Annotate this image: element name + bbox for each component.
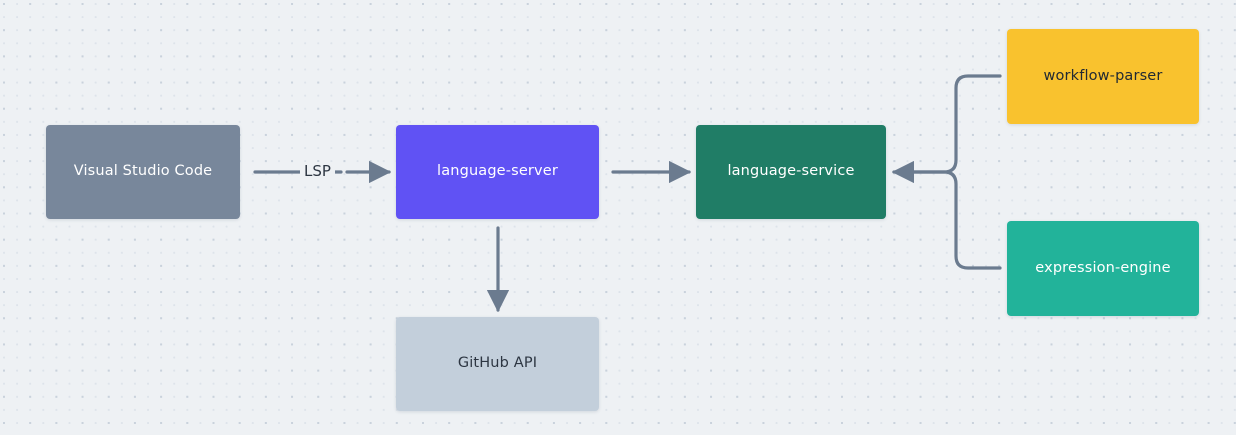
node-language-service[interactable]: language-service — [696, 125, 886, 219]
edge-expression-engine-to-language-service — [898, 170, 1002, 270]
edge-workflow-parser-to-language-service — [891, 74, 1002, 184]
node-vscode-label: Visual Studio Code — [73, 163, 213, 180]
edge-label-lsp: LSP — [300, 162, 335, 180]
node-language-server-label: language-server — [437, 163, 558, 180]
node-workflow-parser[interactable]: workflow-parser — [1007, 29, 1199, 124]
node-expression-engine-label: expression-engine — [1035, 259, 1171, 276]
node-language-service-label: language-service — [727, 163, 855, 180]
node-vscode[interactable]: Visual Studio Code — [46, 125, 240, 219]
node-github-api[interactable]: GitHub API — [396, 317, 599, 411]
node-language-server[interactable]: language-server — [396, 125, 599, 219]
node-workflow-parser-label: workflow-parser — [1043, 67, 1163, 84]
node-github-api-label: GitHub API — [457, 355, 538, 372]
node-expression-engine[interactable]: expression-engine — [1007, 221, 1199, 316]
